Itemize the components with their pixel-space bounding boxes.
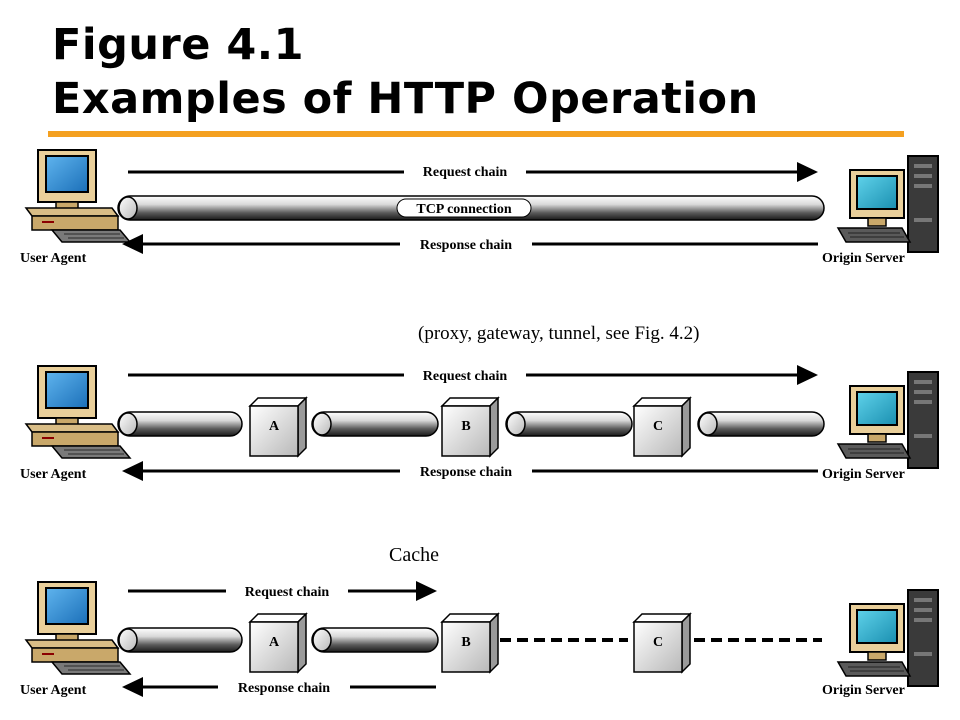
connection-segment [697, 411, 825, 437]
connection-segment [311, 411, 439, 437]
response-label-bg [400, 462, 532, 480]
origin-server-icon [837, 371, 939, 469]
connection-segment [117, 411, 243, 437]
row-1-direct-connection: Request chain TCP connection Response ch… [20, 149, 939, 266]
origin-server-icon [837, 155, 939, 253]
user-agent-computer-icon [25, 149, 131, 243]
user-agent-computer-icon [25, 365, 131, 459]
connection-segment [311, 627, 439, 653]
title-line-1: Figure 4.1 [52, 20, 305, 70]
intermediary-a-label: A [269, 635, 280, 650]
request-label-bg [404, 366, 526, 384]
title-line-2: Examples of HTTP Operation [52, 74, 759, 124]
tube-end-cap [118, 196, 138, 220]
response-arrowhead [122, 461, 143, 481]
tube-end-cap [312, 412, 332, 436]
request-label-bg [404, 162, 526, 180]
title-underline [48, 131, 904, 137]
origin-server-icon [837, 589, 939, 687]
origin-server-label: Origin Server [822, 467, 905, 482]
response-arrowhead [122, 677, 143, 697]
user-agent-label: User Agent [20, 683, 87, 698]
response-chain-label: Response chain [420, 465, 512, 480]
request-chain-label: Request chain [245, 585, 330, 600]
intermediaries-note: (proxy, gateway, tunnel, see Fig. 4.2) [418, 323, 699, 344]
request-label-bg [226, 582, 348, 600]
connection-segment [117, 627, 243, 653]
user-agent-label: User Agent [20, 467, 87, 482]
intermediary-c-label: C [653, 635, 663, 650]
tube-end-cap [698, 412, 718, 436]
tcp-connection-label: TCP connection [416, 202, 511, 217]
request-chain-label: Request chain [423, 165, 508, 180]
cache-label: Cache [389, 544, 439, 566]
intermediary-b-label: B [461, 419, 470, 434]
tube-end-cap [118, 628, 138, 652]
origin-server-label: Origin Server [822, 683, 905, 698]
row-3-cache: Cache Request chain A B C Response chain… [20, 544, 939, 698]
intermediary-a-label: A [269, 419, 280, 434]
connection-segment [505, 411, 633, 437]
user-agent-label: User Agent [20, 251, 87, 266]
tcp-connection-label-bg [396, 198, 532, 218]
request-arrowhead [797, 365, 818, 385]
tube-end-cap [312, 628, 332, 652]
response-chain-label: Response chain [420, 238, 512, 253]
tube-end-cap [118, 412, 138, 436]
request-chain-label: Request chain [423, 369, 508, 384]
origin-server-label: Origin Server [822, 251, 905, 266]
intermediary-c-label: C [653, 419, 663, 434]
row-2-intermediaries: (proxy, gateway, tunnel, see Fig. 4.2) R… [20, 323, 939, 482]
user-agent-computer-icon [25, 581, 131, 675]
request-arrowhead [797, 162, 818, 182]
request-arrowhead [416, 581, 437, 601]
intermediary-b-label: B [461, 635, 470, 650]
response-chain-label: Response chain [238, 681, 330, 696]
response-label-bg [400, 235, 532, 253]
tube-end-cap [506, 412, 526, 436]
response-label-bg [218, 678, 350, 696]
slide-title: Figure 4.1 Examples of HTTP Operation [52, 18, 759, 126]
response-arrowhead [122, 234, 143, 254]
